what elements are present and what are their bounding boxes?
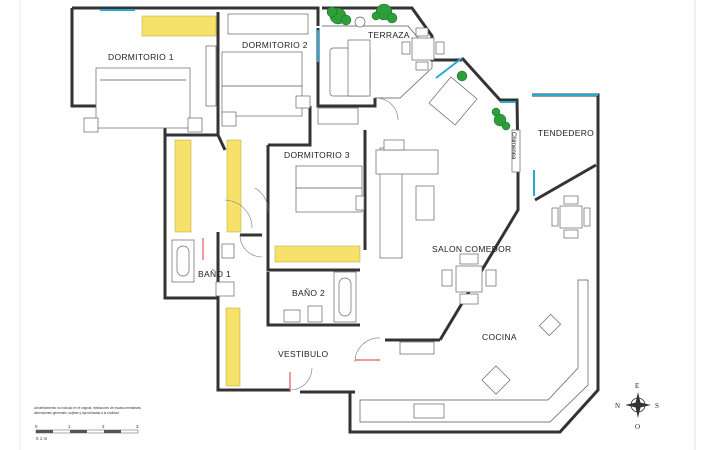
note-line2: dimensiones generales, sujetas y aproxim…	[34, 411, 119, 415]
scale-unit: 0 1 m	[36, 436, 48, 441]
interior-walls	[165, 12, 597, 342]
compass-south: S	[655, 402, 659, 410]
bano2-fixtures	[283, 271, 357, 323]
bano1-fixtures	[171, 239, 235, 297]
scale-tick-0: 0	[35, 424, 38, 429]
dormitorio3-furniture	[295, 107, 365, 213]
compass-west: O	[635, 423, 640, 431]
label-dormitorio3: DORMITORIO 3	[284, 150, 350, 160]
terraza-furniture	[329, 27, 445, 97]
label-cocina: COCINA	[482, 332, 517, 342]
scale-tick-3: 3	[136, 424, 139, 429]
dormitorio2-furniture	[221, 13, 311, 127]
note-line1: Amueblamiento no incluido en el original…	[34, 406, 141, 410]
label-vestibulo: VESTIBULO	[278, 349, 328, 359]
label-tendedero: TENDEDERO	[538, 128, 594, 138]
scale-bar: 0 1 2 3 0 1 m	[35, 424, 139, 441]
label-dormitorio1: DORMITORIO 1	[108, 52, 174, 62]
closets	[141, 15, 361, 387]
label-chimenea: Chimenea	[510, 132, 516, 160]
salon-furniture	[375, 76, 497, 355]
tendedero-furniture	[551, 195, 591, 239]
dormitorio1-furniture	[83, 45, 217, 133]
plants	[326, 3, 511, 131]
compass-east: E	[635, 382, 639, 390]
label-salon-comedor: SALON COMEDOR	[432, 244, 511, 254]
chimenea	[511, 129, 521, 173]
label-dormitorio2: DORMITORIO 2	[242, 40, 308, 50]
windows	[100, 9, 598, 196]
cocina-counters	[359, 279, 589, 423]
compass-icon: E N S O	[615, 382, 659, 431]
label-terraza: TERRAZA	[368, 30, 410, 40]
scale-tick-2: 2	[102, 424, 105, 429]
label-bano1: BAÑO 1	[198, 269, 231, 279]
compass-north: N	[615, 402, 620, 410]
scale-tick-1: 1	[68, 424, 71, 429]
label-bano2: BAÑO 2	[292, 288, 325, 298]
doors	[202, 97, 399, 392]
